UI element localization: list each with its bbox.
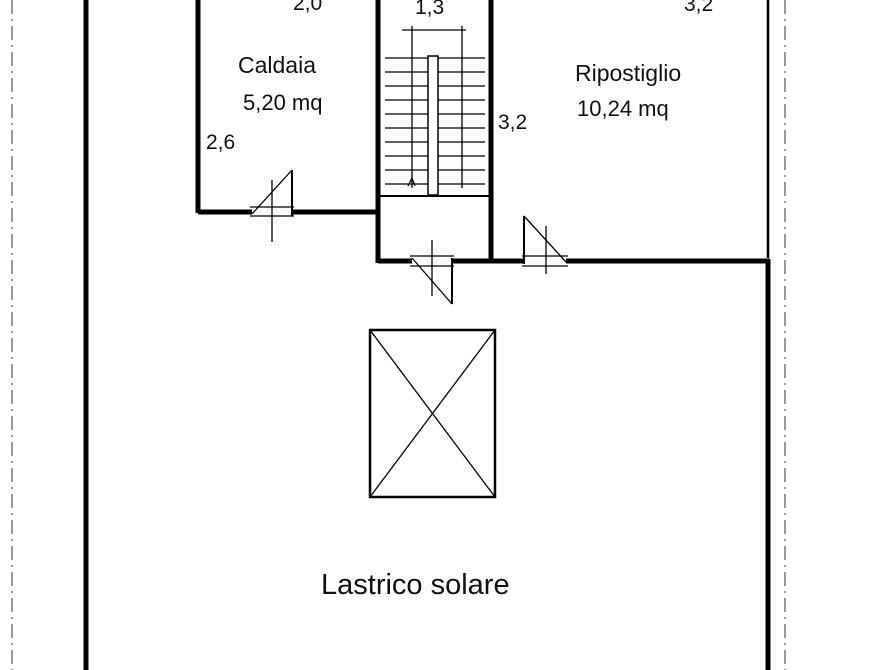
- door-ripostiglio: [522, 215, 568, 274]
- ripostiglio-area: 10,24 mq: [577, 96, 669, 121]
- ripostiglio-depth-label: 3,2: [498, 111, 527, 134]
- door-caldaia: [250, 169, 294, 242]
- door-stair: [410, 240, 454, 305]
- lastrico-name: Lastrico solare: [321, 569, 510, 601]
- outer-walls: [83, 0, 771, 670]
- caldaia-area: 5,20 mq: [243, 90, 323, 115]
- stair-width-label: 1,3: [415, 0, 444, 19]
- axis-lines: [11, 0, 786, 670]
- caldaia-depth-label: 2,6: [206, 131, 235, 154]
- caldaia-width-label: 2,0: [293, 0, 322, 15]
- skylight: [368, 328, 497, 499]
- stair-walls: [375, 0, 770, 264]
- caldaia-walls: [195, 0, 378, 215]
- ripostiglio-width-label: 3,2: [684, 0, 713, 16]
- ripostiglio-name: Ripostiglio: [575, 60, 681, 86]
- caldaia-name: Caldaia: [238, 52, 316, 78]
- stair: [378, 26, 491, 197]
